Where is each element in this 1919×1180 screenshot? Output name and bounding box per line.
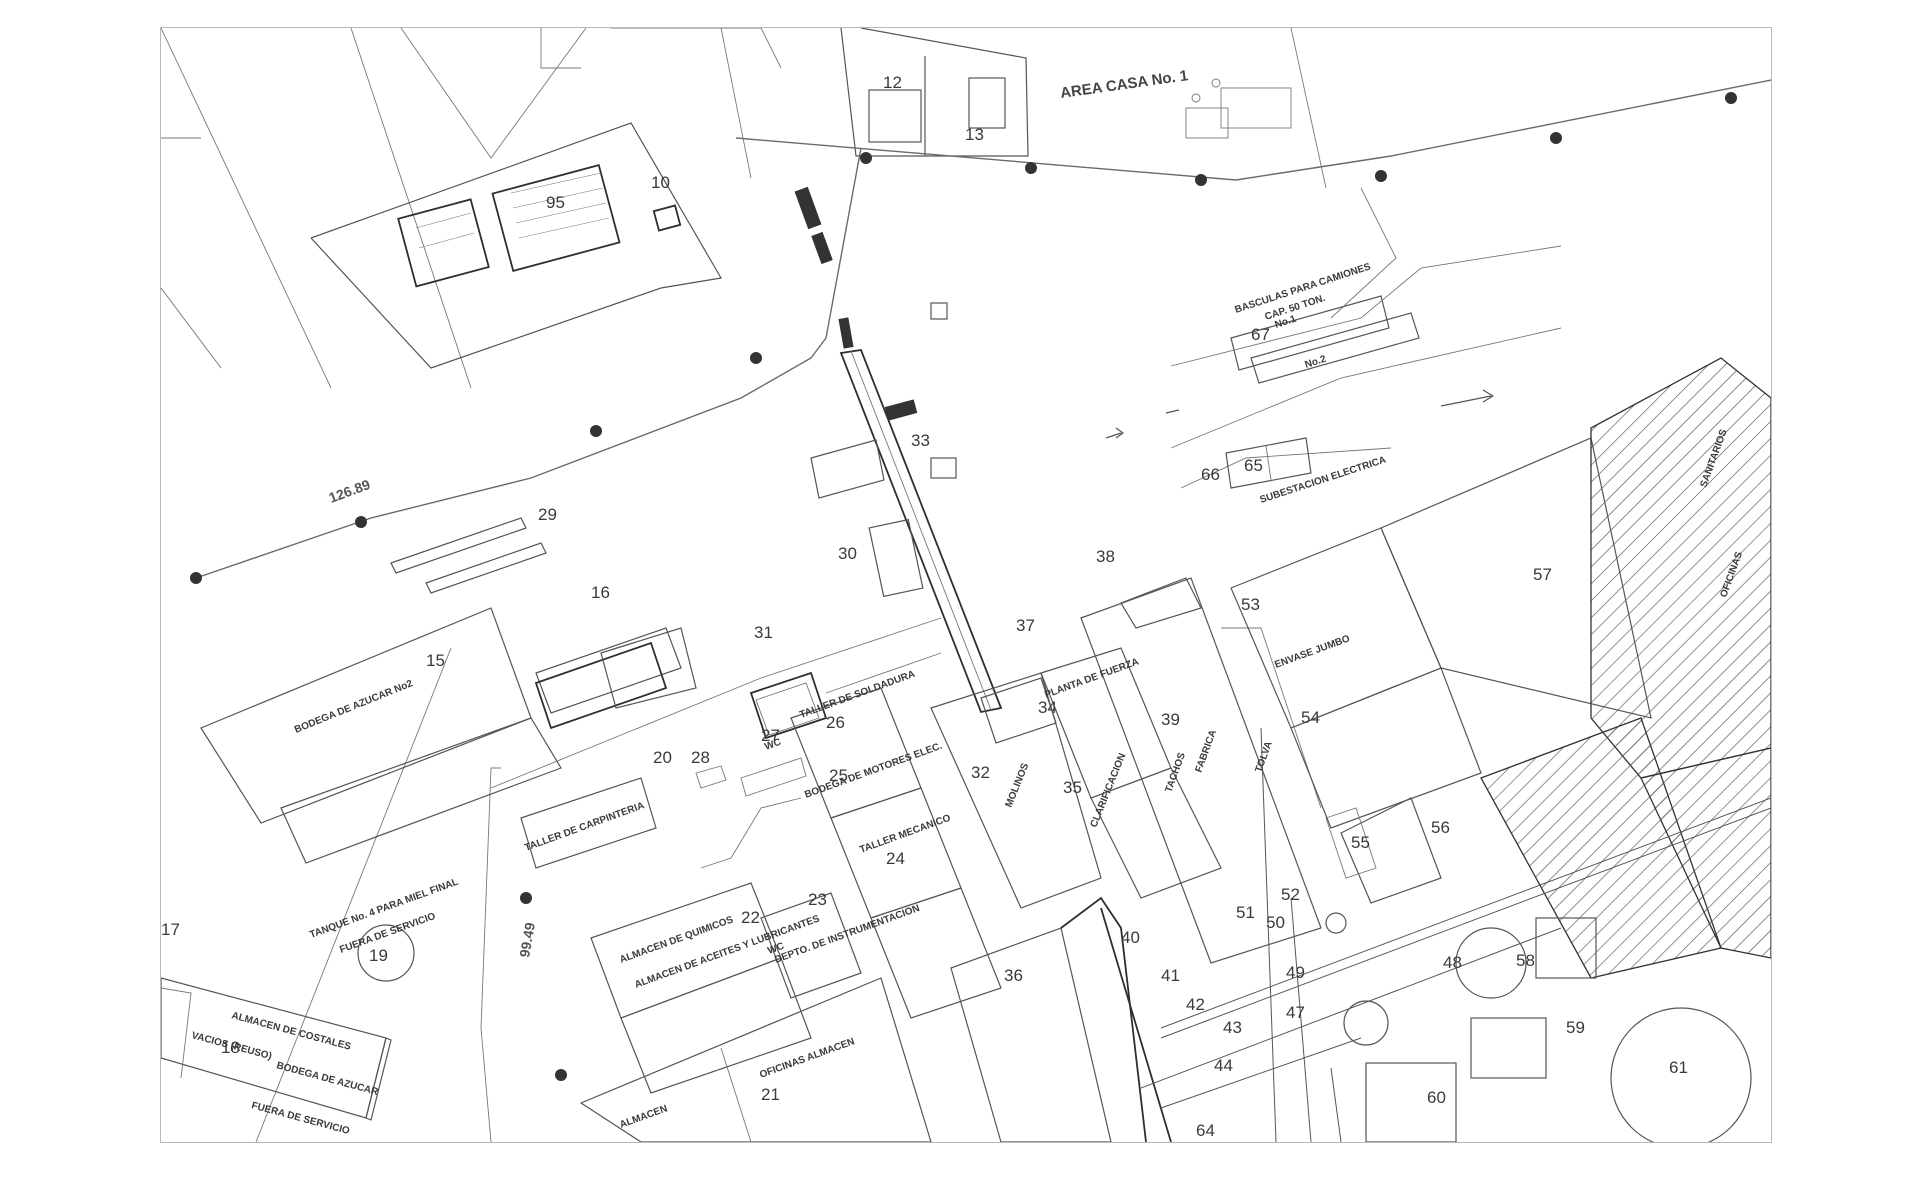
building-number-55: 55 — [1351, 833, 1370, 852]
building-number-16: 16 — [591, 583, 610, 602]
building-number-32: 32 — [971, 763, 990, 782]
substation — [1225, 437, 1312, 489]
building-number-60: 60 — [1427, 1088, 1446, 1107]
building-number-17: 17 — [161, 920, 180, 939]
north-fence — [190, 79, 1771, 1142]
label-depto-instrumentacion: DEPTO. DE INSTRUMENTACION — [773, 903, 921, 966]
building-number-58: 58 — [1516, 951, 1535, 970]
building-number-29: 29 — [538, 505, 557, 524]
building-number-50: 50 — [1266, 913, 1285, 932]
factory-block — [1080, 577, 1322, 964]
label-wc-2: WC — [766, 941, 785, 957]
site-plan-drawing: AREA CASA No. 1 BASCULAS PARA CAMIONES C… — [161, 28, 1771, 1142]
tanks — [357, 912, 1752, 1142]
building-number-42: 42 — [1186, 995, 1205, 1014]
building-number-51: 51 — [1236, 903, 1255, 922]
building-number-13: 13 — [965, 125, 984, 144]
building-number-25: 25 — [829, 766, 848, 785]
building-number-15: 15 — [426, 651, 445, 670]
label-subestacion: SUBESTACION ELECTRICA — [1259, 455, 1388, 506]
building-number-44: 44 — [1214, 1056, 1233, 1075]
north-compound — [840, 28, 1327, 189]
label-area-casa: AREA CASA No. 1 — [1059, 67, 1189, 102]
drawing-labels: AREA CASA No. 1 BASCULAS PARA CAMIONES C… — [190, 67, 1745, 1137]
building-number-40: 40 — [1121, 928, 1140, 947]
label-bodega-azucar: BODEGA DE AZUCAR — [275, 1060, 380, 1098]
building-number-39: 39 — [1161, 710, 1180, 729]
label-taller-mecanico: TALLER MECANICO — [858, 813, 952, 856]
workshop-block — [590, 687, 1002, 1094]
almacen-block — [579, 977, 932, 1142]
building-number-28: 28 — [691, 748, 710, 767]
building-number-21: 21 — [761, 1085, 780, 1104]
building-number-67: 67 — [1251, 325, 1270, 344]
building-number-23: 23 — [808, 890, 827, 909]
label-taller-carpinteria: TALLER DE CARPINTERIA — [523, 800, 646, 854]
building-number-43: 43 — [1223, 1018, 1242, 1037]
building-number-49: 49 — [1286, 963, 1305, 982]
label-clarificacion: CLARIFICACION — [1089, 752, 1129, 829]
building-number-20: 20 — [653, 748, 672, 767]
cane-conveyor — [794, 186, 1003, 714]
hatched-building — [1480, 357, 1771, 979]
building-number-57: 57 — [1533, 565, 1552, 584]
building-number-12: 12 — [883, 73, 902, 92]
label-almacen: ALMACEN — [618, 1103, 669, 1130]
packaging-block — [1230, 437, 1652, 904]
building-number-36: 36 — [1004, 966, 1023, 985]
upper-left-site-lines — [161, 28, 782, 389]
truck-scales — [1170, 245, 1562, 489]
building-number-54: 54 — [1301, 708, 1320, 727]
label-dim-126: 126.89 — [327, 476, 373, 506]
piping-network — [1140, 727, 1771, 1142]
building-number-22: 22 — [741, 908, 760, 927]
building-number-24: 24 — [886, 849, 905, 868]
label-oficinas-almacen: OFICINAS ALMACEN — [758, 1036, 856, 1081]
building-number-18: 18 — [221, 1038, 240, 1057]
carpentry-row — [490, 617, 942, 869]
building-number-19: 19 — [369, 946, 388, 965]
building-number-61: 61 — [1669, 1058, 1688, 1077]
building-number-27: 27 — [761, 726, 780, 745]
label-molinos: MOLINOS — [1004, 761, 1032, 809]
building-number-38: 38 — [1096, 547, 1115, 566]
road-arrows — [1105, 389, 1495, 439]
building-number-26: 26 — [826, 713, 845, 732]
label-fabrica: FABRICA — [1193, 728, 1219, 774]
building-number-65: 65 — [1244, 456, 1263, 475]
label-scale-no2: No.2 — [1304, 354, 1328, 371]
label-planta-fuerza: PLANTA DE FUERZA — [1043, 656, 1140, 700]
building-31 — [749, 652, 942, 740]
building-number-48: 48 — [1443, 953, 1462, 972]
building-number-31: 31 — [754, 623, 773, 642]
label-envase-jumbo: ENVASE JUMBO — [1273, 633, 1351, 671]
building-number-66: 66 — [1201, 465, 1220, 484]
mill-block — [930, 647, 1222, 1142]
costales-block — [161, 977, 392, 1121]
building-number-64: 64 — [1196, 1121, 1215, 1140]
building-number-56: 56 — [1431, 818, 1450, 837]
building-number-47: 47 — [1286, 1003, 1305, 1022]
building-number-59: 59 — [1566, 1018, 1585, 1037]
building-number-35: 35 — [1063, 778, 1082, 797]
building-number-95: 95 — [546, 193, 565, 212]
label-dim-99: 99.49 — [516, 921, 538, 958]
label-bodega-azucar-2: BODEGA DE AZUCAR No2 — [293, 678, 415, 736]
building-number-33: 33 — [911, 431, 930, 450]
building-numbers: 10 12 13 15 16 17 18 19 20 21 22 23 24 25 26 27 28 29 30 31… — [161, 73, 1688, 1140]
building-number-53: 53 — [1241, 595, 1260, 614]
label-tolva: TOLVA — [1253, 740, 1274, 774]
building-number-41: 41 — [1161, 966, 1180, 985]
label-wc-1: WC — [763, 737, 782, 753]
building-number-34: 34 — [1038, 698, 1057, 717]
site-plan-frame: AREA CASA No. 1 BASCULAS PARA CAMIONES C… — [160, 27, 1772, 1143]
building-number-10: 10 — [651, 173, 670, 192]
label-taller-soldadura: TALLER DE SOLDADURA — [798, 669, 916, 721]
compound-95 — [310, 122, 722, 369]
building-number-37: 37 — [1016, 616, 1035, 635]
bodega-azucar-2 — [200, 607, 697, 864]
building-number-30: 30 — [838, 544, 857, 563]
building-number-52: 52 — [1281, 885, 1300, 904]
scales-29 — [390, 517, 547, 594]
